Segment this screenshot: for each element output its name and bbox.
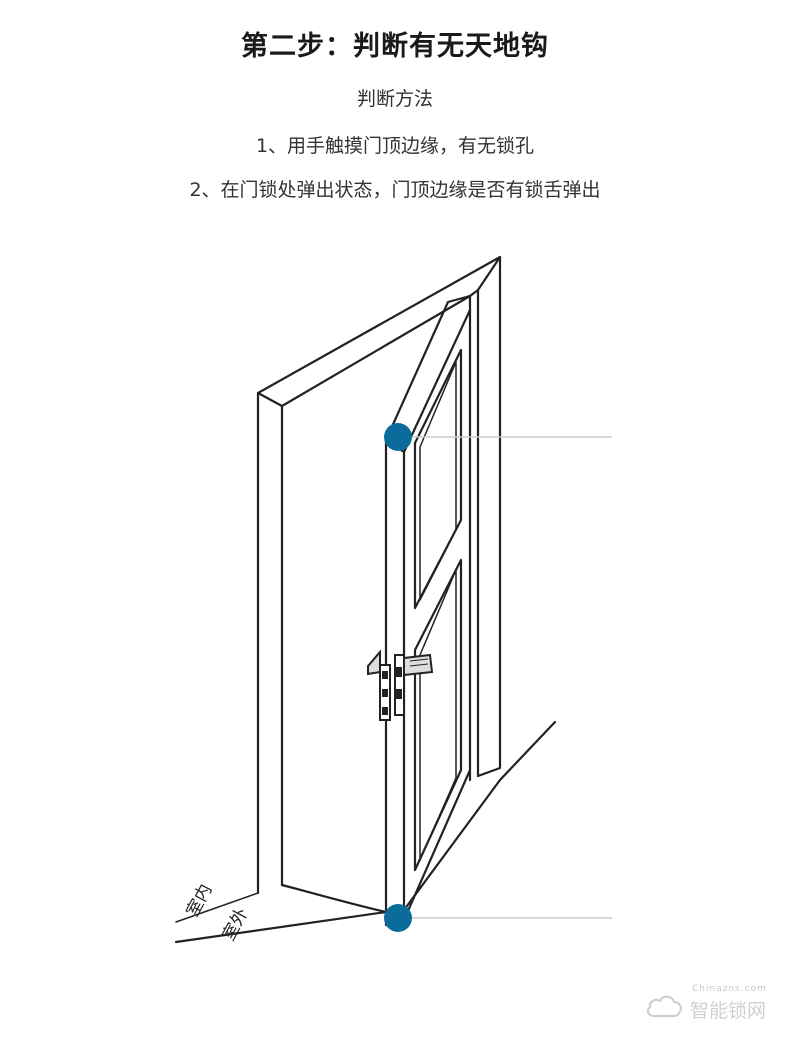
method-subtitle: 判断方法 — [356, 88, 433, 110]
door-swing-arc — [280, 883, 388, 914]
door-panel-upper — [413, 348, 463, 610]
door-panel-lower — [413, 558, 463, 872]
lock-handle — [367, 649, 434, 721]
door-frame-outer — [256, 255, 502, 895]
site-watermark: Chinazns.com 智能锁网 — [640, 982, 780, 1032]
indoor-label: 室内 — [183, 881, 217, 920]
bottom-marker-dot — [384, 904, 412, 932]
door-frame-top — [256, 255, 502, 408]
step-list: 1、用手触摸门顶边缘，有无锁孔 2、在门锁处弹出状态，门顶边缘是否有锁舌弹出 — [0, 124, 790, 212]
watermark-brand: 智能锁网 — [690, 1000, 767, 1022]
door-diagram: 室内 室外 — [174, 255, 612, 944]
step-item-1: 1、用手触摸门顶边缘，有无锁孔 — [255, 135, 535, 157]
step-item-2: 2、在门锁处弹出状态，门顶边缘是否有锁舌弹出 — [189, 179, 601, 201]
watermark-domain: Chinazns.com — [692, 984, 767, 994]
cloud-logo-icon — [646, 995, 682, 1017]
page-title: 第二步：判断有无天地钩 — [241, 31, 549, 62]
floor-line — [174, 910, 388, 944]
outdoor-label: 室外 — [219, 905, 253, 944]
top-marker-dot — [384, 423, 412, 451]
door-leaf — [384, 294, 472, 442]
